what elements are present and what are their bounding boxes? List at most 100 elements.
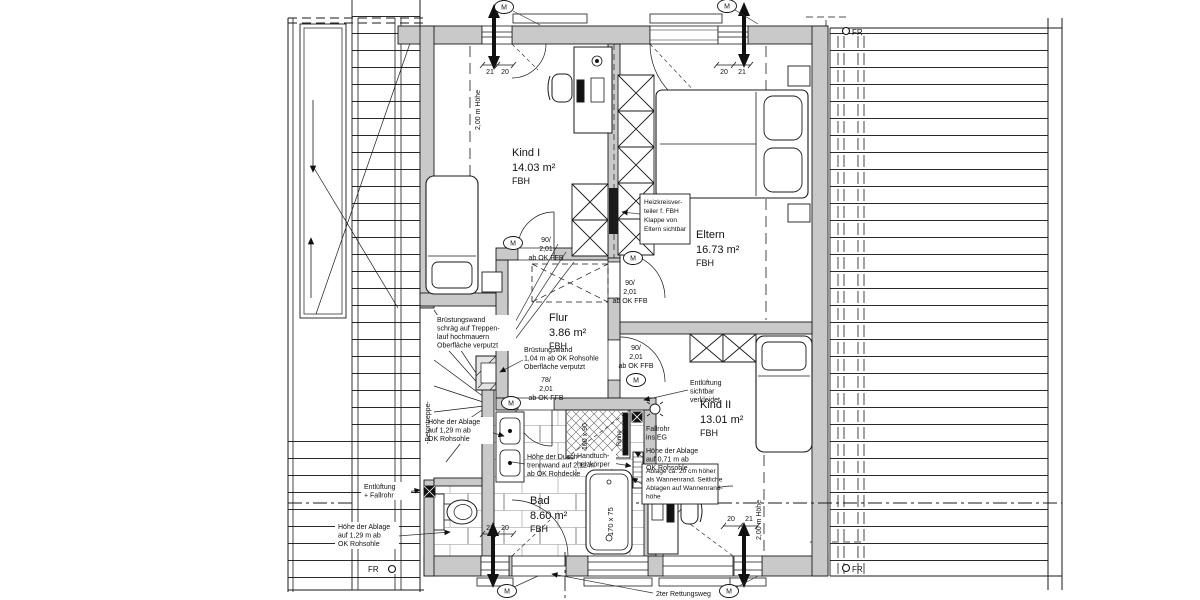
svg-text:Brüstungswand: Brüstungswand (524, 347, 572, 354)
monitor-kind2 (666, 501, 675, 523)
svg-text:2,01: 2,01 (539, 246, 553, 253)
svg-text:trennwand auf 2,12 m: trennwand auf 2,12 m (527, 463, 595, 470)
svg-text:ins EG: ins EG (646, 435, 667, 442)
note-bruestung-rohsohle: Brüstungswand 1,04 m ab OK Rohsohle Ober… (524, 347, 599, 371)
svg-text:Klappe von: Klappe von (644, 217, 677, 224)
svg-text:21: 21 (745, 516, 753, 523)
m-markers: M M M M M M M M (494, 0, 739, 598)
svg-text:21: 21 (486, 69, 494, 76)
svg-text:ab OK FFB: ab OK FFB (528, 395, 563, 402)
room-heat: FBH (512, 176, 530, 186)
room-area: 14.03 m² (512, 162, 556, 174)
svg-text:OK Rohsohle: OK Rohsohle (646, 465, 688, 472)
ablage-note-box (641, 463, 719, 505)
svg-text:ab OK Rohdecke: ab OK Rohdecke (527, 471, 580, 478)
svg-text:90/: 90/ (631, 345, 641, 352)
bed-kind2 (755, 335, 813, 453)
note-rettungsweg: 2ter Rettungsweg (656, 591, 711, 598)
room-label-kind1: Kind I 14.03 m² FBH (512, 147, 556, 186)
svg-text:auf 1,29 m ab: auf 1,29 m ab (428, 428, 471, 435)
svg-text:lauf hochmauern: lauf hochmauern (437, 334, 489, 341)
svg-text:OK Rohsohle: OK Rohsohle (338, 541, 380, 548)
svg-text:Entlüftung: Entlüftung (364, 484, 396, 491)
shower-drain-label: Rinne (617, 430, 623, 446)
svg-text:M: M (633, 378, 639, 385)
note-2m-hoehe-left: 2,00 m Höhe (475, 90, 482, 130)
nightstand-kind1 (481, 271, 503, 293)
svg-text:16.73 m²: 16.73 m² (696, 244, 740, 256)
dim-window-kind1-top (479, 61, 517, 69)
furniture (423, 46, 813, 555)
window-arrows (487, 2, 750, 588)
svg-text:auf 0,71 m ab: auf 0,71 m ab (646, 457, 689, 464)
svg-text:Höhe der Ablage: Höhe der Ablage (338, 524, 390, 531)
wall-north-1 (397, 25, 483, 45)
dim-text-top-left: 21 20 (486, 69, 509, 76)
svg-text:FR: FR (368, 565, 379, 574)
tub-size-label: 170 x 75 (606, 507, 615, 536)
room-label-eltern: Eltern 16.73 m² FBH (696, 229, 740, 268)
svg-text:M: M (510, 241, 516, 248)
toilet (433, 493, 478, 531)
note-fallrohr-eg: Fallrohr ins EG (646, 426, 670, 442)
svg-text:Eltern: Eltern (696, 229, 725, 241)
svg-text:20: 20 (501, 69, 509, 76)
desk-kind2 (647, 495, 703, 555)
svg-text:Eltern sichtbar: Eltern sichtbar (644, 226, 687, 233)
note-ablage-wannenrand: Ablage ca. 20 cm höher als Wannenrand. S… (646, 468, 723, 501)
svg-text:M: M (630, 256, 636, 263)
room-label-flur: Flur 3.86 m² FBH (549, 312, 587, 351)
note-handtuchheizkoerper: Handtuch- heizkörper (577, 453, 610, 469)
svg-text:Bad: Bad (530, 495, 550, 507)
arrow-window-eltern-top (738, 2, 750, 68)
stairwell-and-roof-left (287, 0, 509, 592)
wall-north-2 (511, 25, 651, 45)
shower (565, 409, 631, 459)
svg-text:ab OK FFB: ab OK FFB (528, 255, 563, 262)
svg-text:2,01: 2,01 (539, 386, 553, 393)
bed-eltern (655, 89, 809, 199)
wall-east (811, 25, 829, 577)
monitor-kind1 (576, 79, 585, 103)
svg-text:Oberfläche verputzt: Oberfläche verputzt (437, 343, 498, 350)
svg-text:M: M (504, 589, 510, 596)
vent-shaft-bad-nw (423, 485, 436, 498)
wall-bad-north (553, 397, 657, 411)
openings (476, 13, 767, 587)
door-kind2 (607, 336, 666, 383)
nightstand-eltern-2 (787, 203, 811, 223)
wardrobe-kind2 (689, 333, 757, 363)
dim-text-bottom-left: 21 20 (486, 525, 509, 532)
svg-text:Ablage ca. 20 cm höher: Ablage ca. 20 cm höher (646, 468, 716, 475)
svg-text:90/: 90/ (541, 237, 551, 244)
text-halos (335, 315, 616, 574)
attic-hatch-flur (531, 263, 609, 303)
towel-radiator (632, 451, 644, 489)
desk-kind1 (547, 46, 613, 134)
svg-text:FBH: FBH (700, 428, 718, 438)
note-entlueftung-sichtbar: Entlüftung sichtbar verkleidet (690, 380, 722, 404)
note-heizkreisverteiler: Heizkreisver- teiler f. FBH Klappe von E… (644, 199, 687, 233)
m-marker: M (623, 251, 643, 265)
svg-text:20: 20 (720, 69, 728, 76)
arrow-window-kind1-top (488, 4, 500, 70)
svg-text:90/: 90/ (625, 280, 635, 287)
note-ablage-071: Höhe der Ablage auf 0,71 m ab OK Rohsohl… (646, 448, 698, 472)
door-tag-bad: 78/ 2,01 ab OK FFB (528, 377, 563, 402)
note-bruestung-treppe: Brüstungswand schräg auf Treppen- lauf h… (437, 317, 500, 350)
svg-text:heizkörper: heizkörper (577, 462, 610, 469)
m-marker: M (497, 584, 517, 598)
svg-text:Handtuch-: Handtuch- (577, 453, 610, 460)
fr-marker-bottom-left: FR (368, 564, 397, 574)
svg-text:FR: FR (852, 565, 863, 574)
svg-text:M: M (726, 589, 732, 596)
svg-text:FR: FR (852, 28, 863, 37)
svg-text:21: 21 (738, 69, 746, 76)
wall-south-2 (565, 555, 589, 577)
room-name: Kind I (512, 147, 540, 159)
svg-text:Entlüftung: Entlüftung (690, 380, 722, 387)
wc-shelf (433, 477, 483, 487)
casement-door-kind2 (658, 485, 738, 587)
svg-text:Fallrohr: Fallrohr (646, 426, 670, 433)
svg-text:ab OK FFB: ab OK FFB (612, 298, 647, 305)
